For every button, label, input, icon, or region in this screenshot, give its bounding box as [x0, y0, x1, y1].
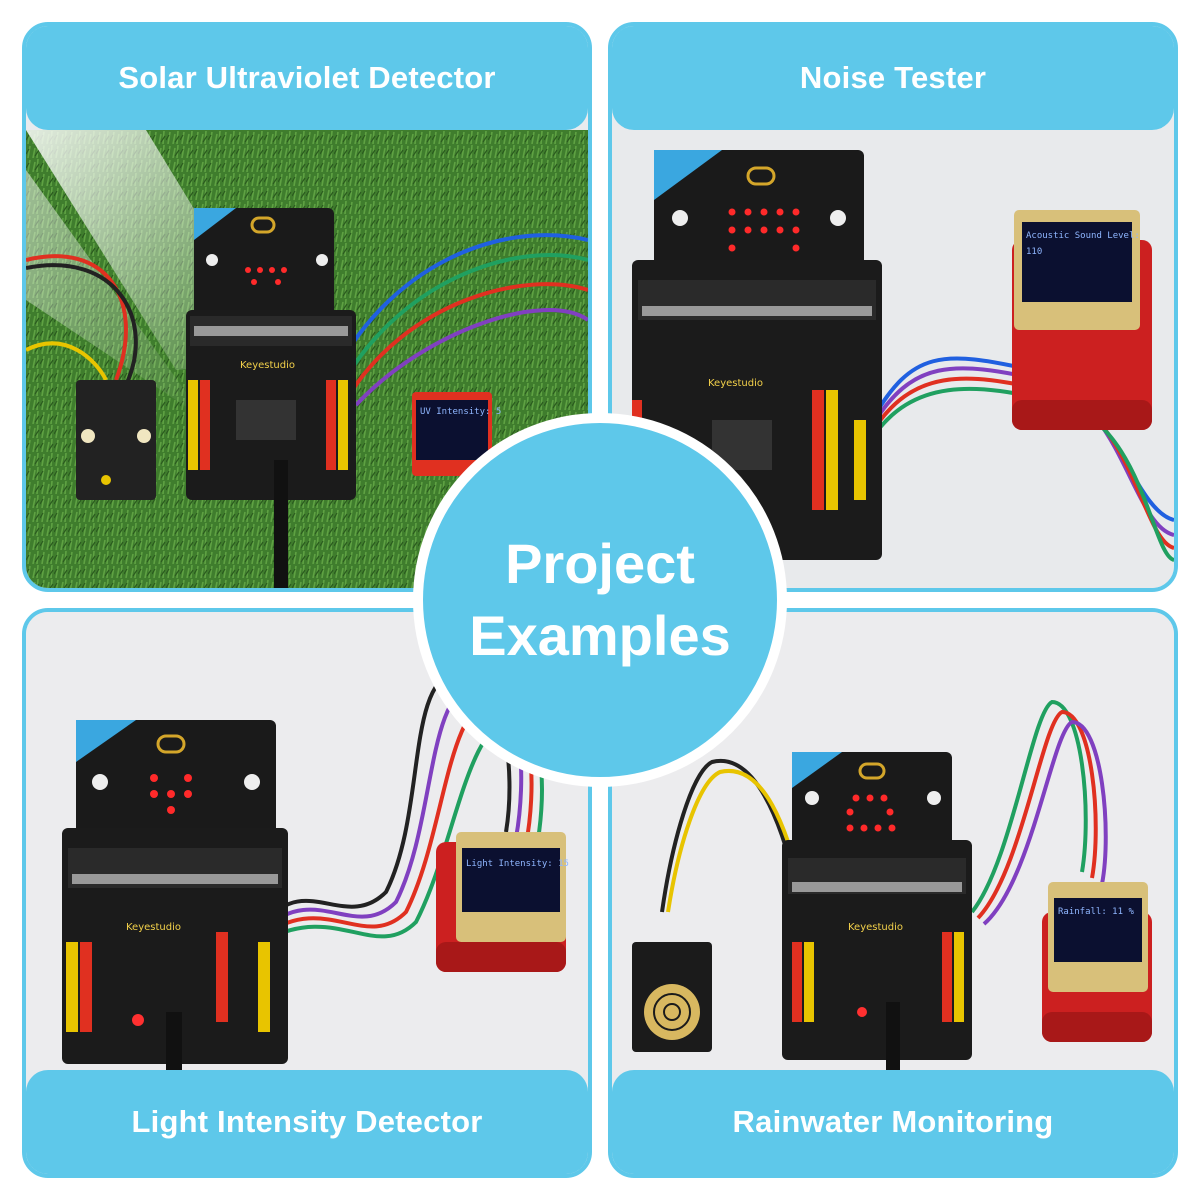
panel-title-rain: Rainwater Monitoring [612, 1070, 1174, 1174]
uv-oled-text: UV Intensity: 5 [420, 407, 501, 417]
light-project-photo: Keyestudio Light Intensity: 15 [26, 612, 588, 1070]
rain-oled-text: Rainfall: 11 % [1058, 907, 1134, 917]
noise-oled-text-1: Acoustic Sound Level: [1026, 231, 1140, 241]
board-brand-label: Keyestudio [708, 378, 763, 389]
panel-title-light: Light Intensity Detector [26, 1070, 588, 1174]
panel-title-noise: Noise Tester [612, 26, 1174, 130]
board-brand-label: Keyestudio [126, 922, 181, 933]
panel-title-uv: Solar Ultraviolet Detector [26, 26, 588, 130]
project-examples-badge: Project Examples [413, 413, 787, 787]
light-oled-text: Light Intensity: 15 [466, 859, 569, 869]
board-brand-label: Keyestudio [848, 922, 903, 933]
badge-line-1: Project [505, 532, 695, 595]
project-panel-uv: Solar Ultraviolet Detector [22, 22, 592, 592]
board-brand-label: Keyestudio [240, 360, 295, 371]
noise-oled-text-2: 110 [1026, 247, 1042, 257]
badge-line-2: Examples [469, 604, 731, 667]
